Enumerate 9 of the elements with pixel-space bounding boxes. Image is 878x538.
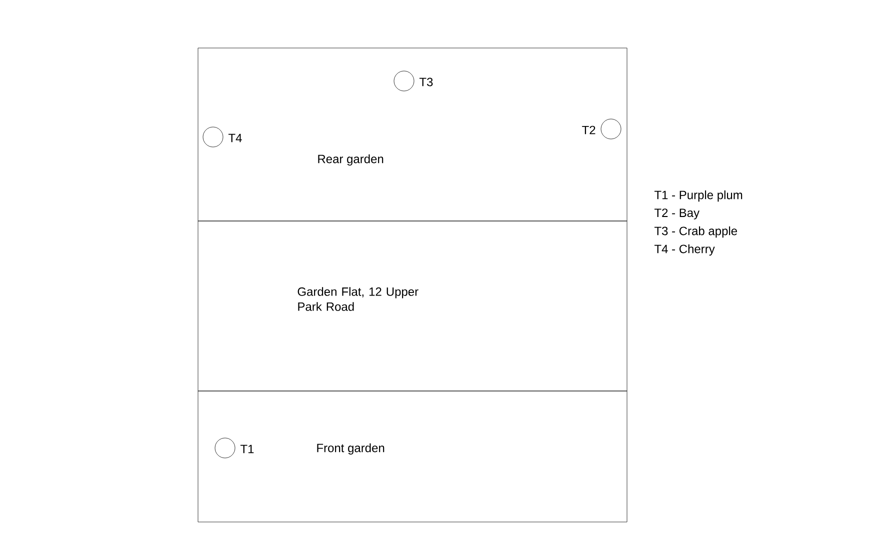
tree-label: T4 <box>228 134 242 142</box>
garden-area: Garden Flat, 12 Upper Park Road <box>198 220 628 392</box>
tree-label: T1 <box>240 444 254 454</box>
tree-label: T3 <box>419 78 433 86</box>
key-entry: T3 - Crab apple <box>654 226 737 238</box>
tree-label: T2 <box>582 126 596 134</box>
key-entry: T1 - Purple plum <box>654 190 742 202</box>
key-entry: T4 - Cherry <box>654 244 715 256</box>
key-entry: T2 - Bay <box>654 208 700 220</box>
